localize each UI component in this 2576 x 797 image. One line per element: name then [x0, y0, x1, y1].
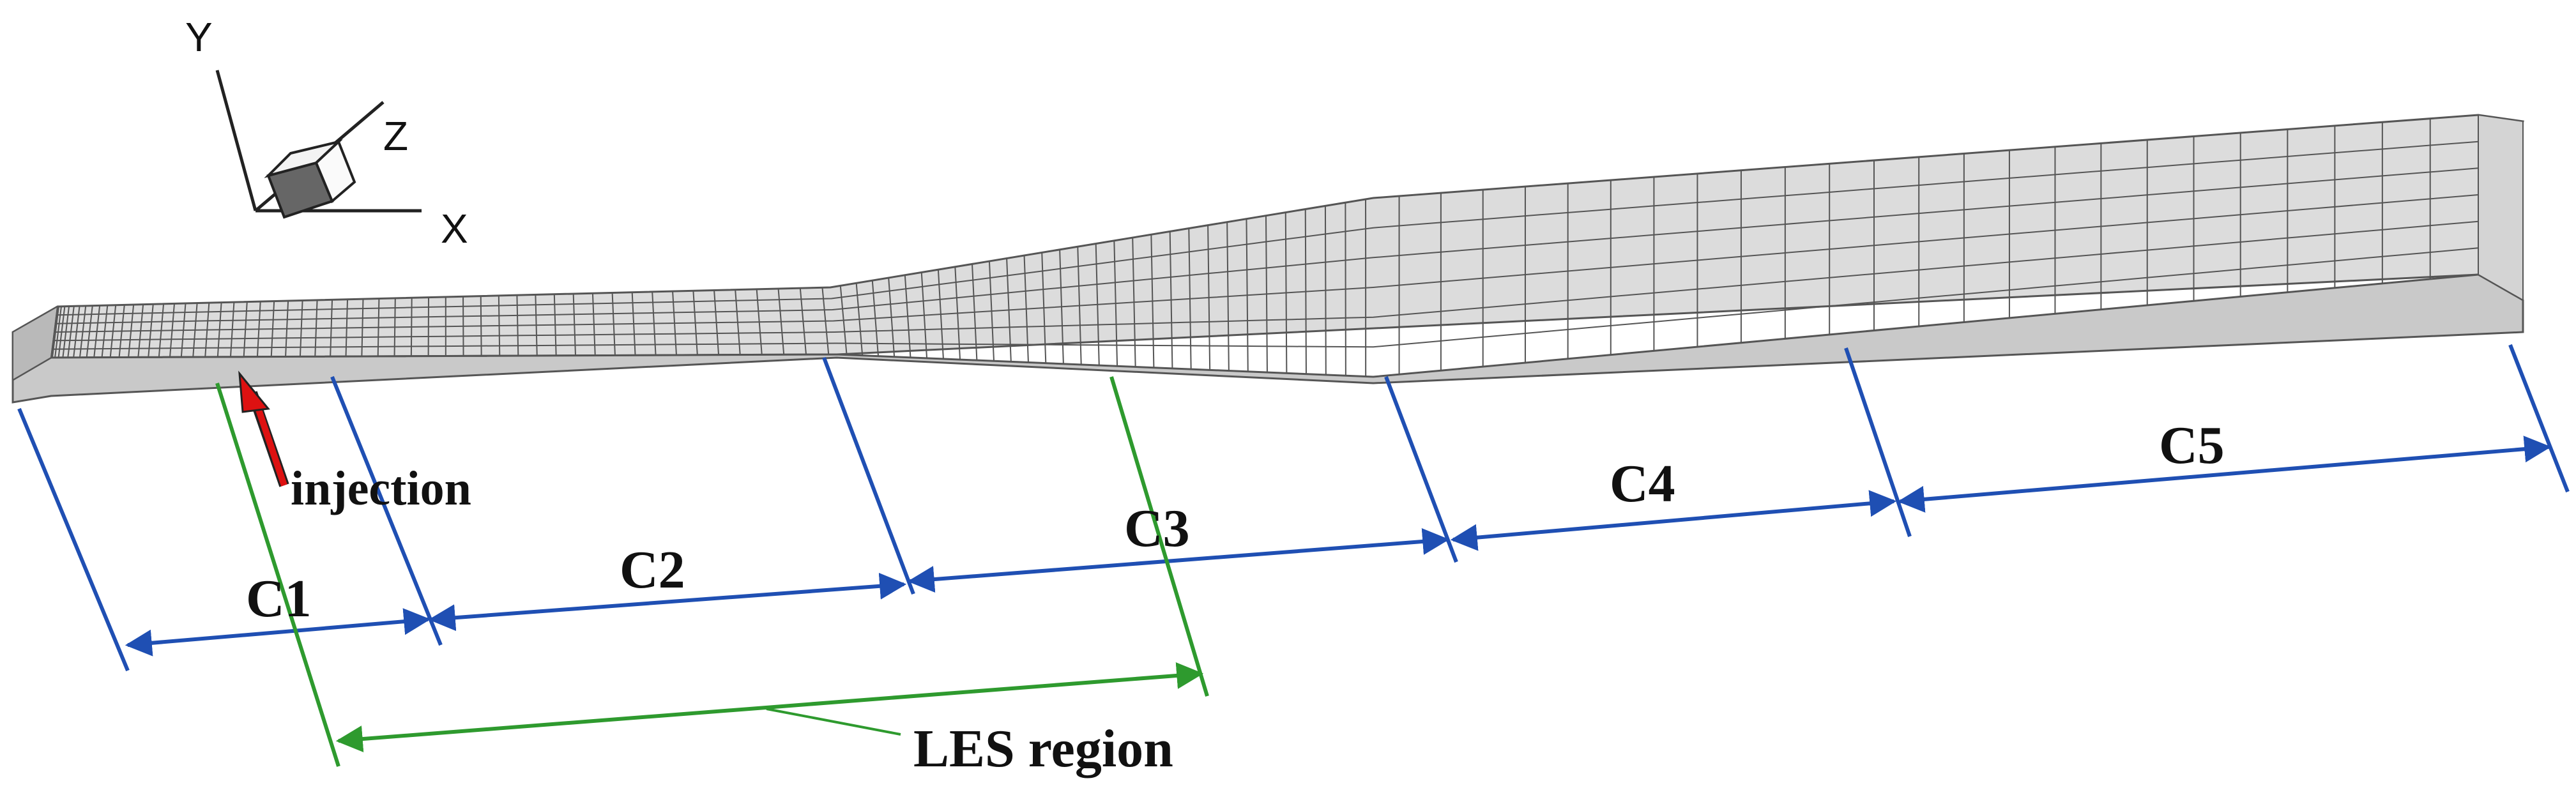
combustor-mesh-body — [11, 114, 2524, 404]
c2-dimension-arrow — [428, 572, 907, 632]
injection-arrow — [238, 370, 289, 487]
c5-label: C5 — [2159, 416, 2225, 475]
les-left-extension-line — [215, 383, 340, 767]
c4-dimension-arrow — [1450, 490, 1897, 551]
c4-label: C4 — [1610, 454, 1675, 513]
mesh-front-face — [11, 273, 2524, 404]
section-dimensions — [17, 344, 2570, 672]
mesh-longitudinal-line — [55, 167, 2479, 324]
les-region-label: LES region — [913, 719, 1173, 778]
mesh-longitudinal-line — [54, 194, 2479, 333]
mesh-grid-lines — [50, 115, 2479, 377]
x-axis-label: X — [441, 206, 468, 252]
les-region-dimension — [215, 376, 1209, 767]
les-dimension-arrow — [335, 662, 1204, 753]
y-axis-line — [215, 70, 257, 211]
c2-label: C2 — [620, 540, 685, 600]
mesh-right-end-face — [2478, 114, 2524, 301]
c5-right-extension-line — [2508, 344, 2570, 493]
mesh-longitudinal-line — [52, 247, 2479, 350]
c3-right-extension-line — [1384, 376, 1458, 563]
z-axis-label: Z — [383, 113, 408, 159]
c1-right-extension-line — [330, 376, 443, 646]
c3-dimension-arrow — [907, 528, 1450, 593]
c3-label: C3 — [1124, 499, 1190, 558]
c1-label: C1 — [246, 569, 312, 628]
y-axis-label: Y — [185, 14, 213, 60]
injection-label: injection — [291, 462, 471, 515]
c5-dimension-arrow — [1897, 436, 2552, 513]
c4-right-extension-line — [1844, 347, 1912, 537]
c1-left-extension-line — [17, 407, 130, 672]
c2-right-extension-line — [822, 356, 915, 595]
les-label-leader — [766, 708, 901, 736]
c1-dimension-arrow — [125, 608, 431, 657]
les-right-extension-line — [1109, 376, 1209, 697]
mesh-longitudinal-line — [56, 140, 2479, 316]
mesh-longitudinal-line — [53, 220, 2479, 342]
coordinate-triad: Y Z X — [185, 14, 468, 252]
triad-cube-icon — [264, 139, 356, 219]
